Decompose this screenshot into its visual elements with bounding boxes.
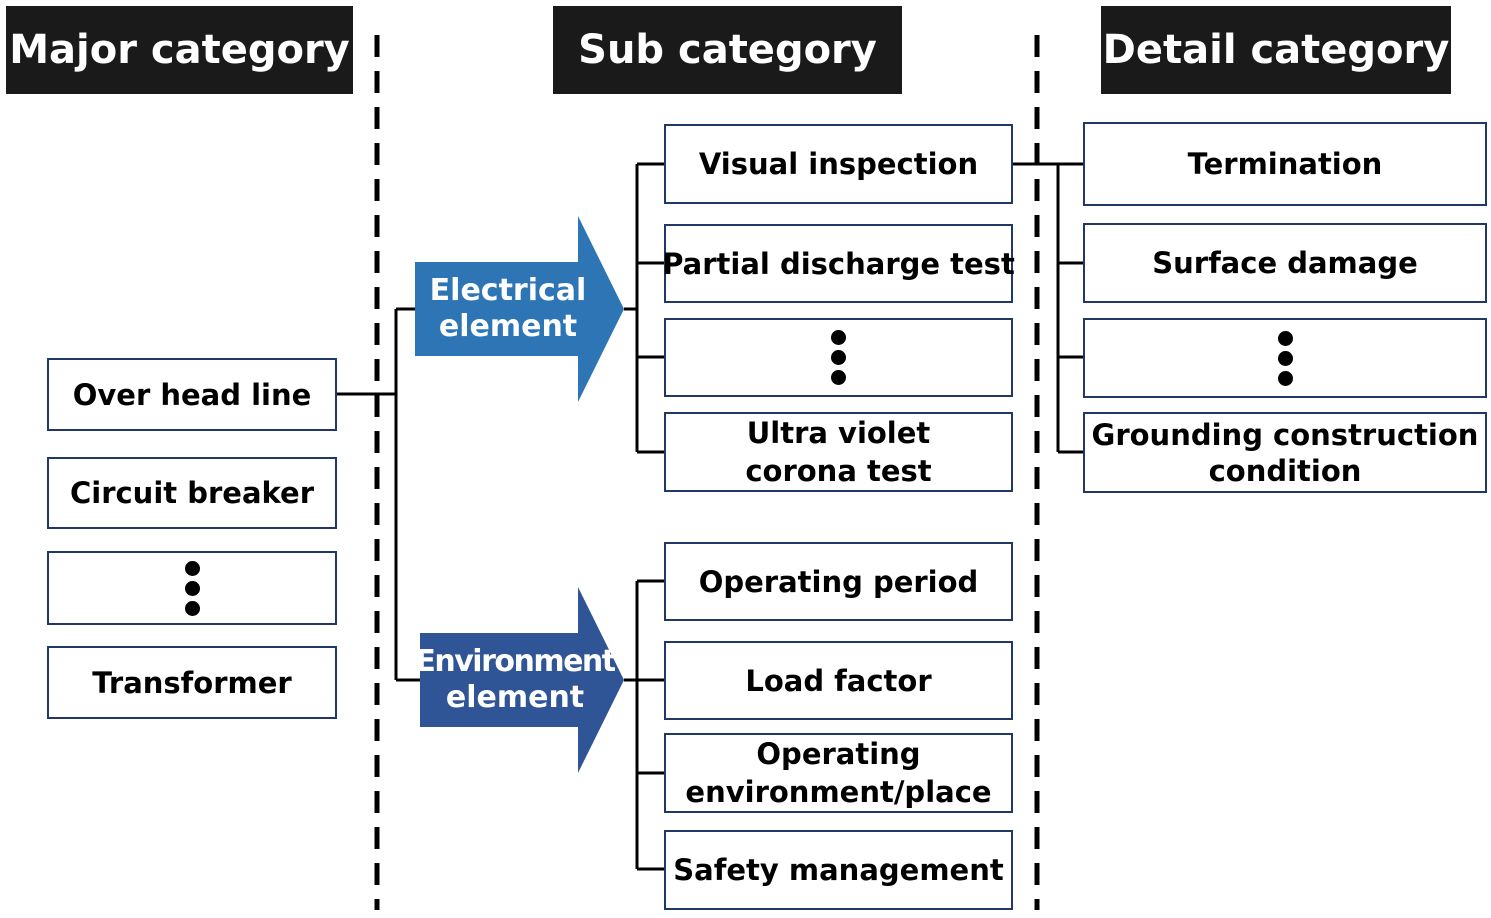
electrical-element-label: Electrical element xyxy=(429,273,587,344)
electrical-arrow xyxy=(415,216,624,402)
major-connector xyxy=(336,307,422,682)
major-item-ellipsis xyxy=(47,551,337,625)
sub-electrical-ellipsis xyxy=(664,318,1013,397)
ellipsis-icon xyxy=(184,560,200,616)
detail-ellipsis xyxy=(1083,318,1487,398)
electrical-bracket xyxy=(624,162,664,454)
sub-operating-environment-place: Operating environment/place xyxy=(664,733,1013,813)
major-item-circuit-breaker: Circuit breaker xyxy=(47,457,337,529)
header-sub-category: Sub category xyxy=(553,6,902,94)
detail-termination: Termination xyxy=(1083,122,1487,206)
sub-ultra-violet-corona-test: Ultra violet corona test xyxy=(664,412,1013,492)
header-major-category: Major category xyxy=(6,6,353,94)
sub-visual-inspection: Visual inspection xyxy=(664,124,1013,204)
ellipsis-icon xyxy=(831,330,846,385)
sub-partial-discharge-test: Partial discharge test xyxy=(662,224,1015,303)
environment-arrow xyxy=(420,587,624,773)
detail-surface-damage: Surface damage xyxy=(1083,223,1487,303)
header-detail-category: Detail category xyxy=(1101,6,1451,94)
ellipsis-icon xyxy=(1277,330,1293,386)
major-item-over-head-line: Over head line xyxy=(47,358,337,431)
major-item-transformer: Transformer xyxy=(47,646,337,719)
environment-bracket xyxy=(624,579,664,871)
detail-bracket xyxy=(1012,162,1083,454)
sub-operating-period: Operating period xyxy=(664,542,1013,621)
sub-load-factor: Load factor xyxy=(664,641,1013,720)
environment-element-label: Environment element xyxy=(415,644,616,715)
sub-safety-management: Safety management xyxy=(664,830,1013,910)
detail-grounding-construction-condition: Grounding construction condition xyxy=(1083,412,1487,493)
